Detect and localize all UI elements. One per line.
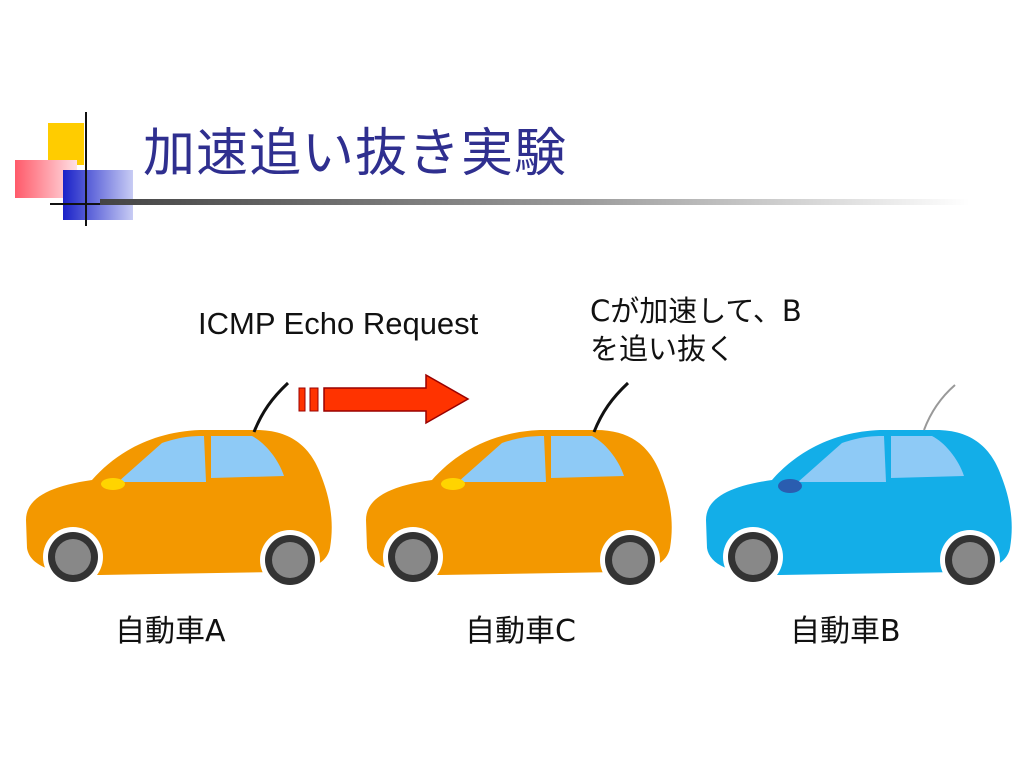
car-a-antenna bbox=[252, 381, 290, 433]
overtake-note-line-2: を追い抜く bbox=[590, 332, 736, 366]
title-underline bbox=[100, 199, 970, 205]
overtake-note: Cが加速して、B を追い抜く bbox=[590, 292, 802, 368]
car-c-label: 自動車C bbox=[465, 614, 576, 649]
car-b-label: 自動車B bbox=[790, 614, 901, 649]
car-b-antenna bbox=[923, 384, 956, 431]
car-c-antenna bbox=[592, 381, 630, 433]
signal-arrow bbox=[298, 373, 470, 425]
slide-title: 加速追い抜き実験 bbox=[143, 124, 568, 184]
car-a-label: 自動車A bbox=[115, 614, 226, 649]
car-a bbox=[26, 381, 332, 590]
car-c-headlight bbox=[441, 478, 465, 490]
icmp-request-label: ICMP Echo Request bbox=[198, 306, 479, 341]
car-a-headlight bbox=[101, 478, 125, 490]
title-ornament bbox=[15, 112, 135, 226]
car-c bbox=[366, 381, 672, 590]
car-b-headlight bbox=[778, 479, 802, 493]
car-b bbox=[706, 384, 1012, 590]
overtake-note-line-1: Cが加速して、B bbox=[590, 294, 802, 328]
